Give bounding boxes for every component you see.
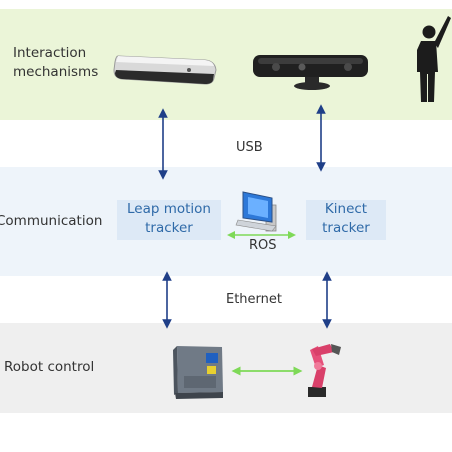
robot-control-layer-label: Robot control [4,359,95,375]
robot-arm-icon [308,344,341,397]
kinect-node-line1: Kinect [324,201,368,217]
leap-motion-device-icon [113,55,217,85]
ethernet-connection-label: Ethernet [226,292,282,307]
interaction-label-line1: Interaction [13,45,87,61]
interaction-layer-band [0,9,452,120]
robot-controller-cabinet-icon [173,346,223,399]
leap-node-line1: Leap motion [127,201,211,217]
kinect-sensor-icon [253,55,368,90]
interaction-layer-label: Interaction mechanisms [13,44,98,82]
leap-node-line2: tracker [145,220,193,236]
interaction-label-line2: mechanisms [13,64,99,80]
kinect-node-line2: tracker [322,220,370,236]
kinect-tracker-node: Kinect tracker [306,200,386,240]
person-gesturing-icon [417,16,451,102]
ros-connection-label: ROS [249,238,277,253]
communication-layer-label: Communication [0,213,103,229]
robot-control-layer-band [0,323,452,413]
computer-icon [235,191,277,232]
usb-connection-label: USB [236,140,263,155]
leap-motion-tracker-node: Leap motion tracker [117,200,221,240]
